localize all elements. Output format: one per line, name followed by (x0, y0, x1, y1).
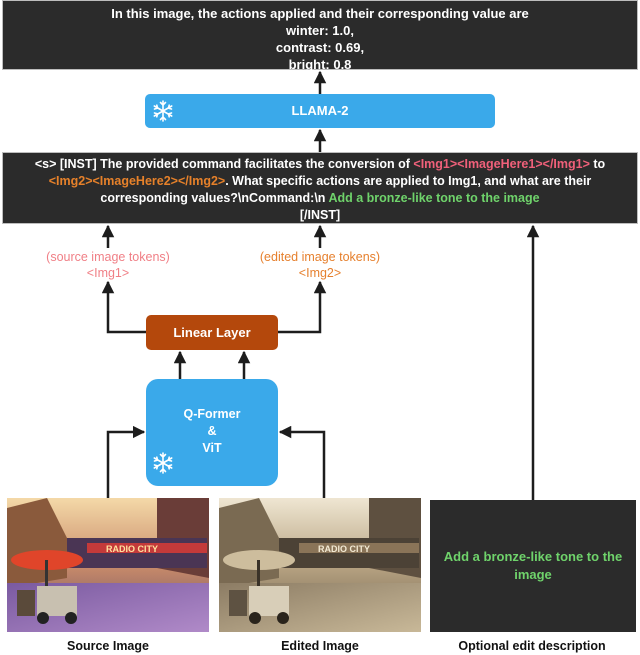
qformer-vit-block: Q-Former & ViT (146, 379, 278, 486)
radio-city-sign: RADIO CITY (106, 544, 158, 554)
source-tokens-label: (source image tokens) <Img1> (20, 249, 196, 281)
output-line-3: contrast: 0.69, (275, 40, 365, 55)
command-text: Add a bronze-like tone to the image (328, 191, 540, 205)
source-image-caption: Source Image (67, 639, 149, 653)
prompt-line-3: corresponding values?\nCommand:\n Add a … (3, 190, 637, 207)
output-text-box: In this image, the actions applied and t… (2, 0, 638, 72)
llama-label: LLAMA-2 (291, 103, 349, 118)
img2-token-text: <Img2><ImageHere2></Img2> (48, 174, 226, 188)
prompt-text-box: <s> [INST] The provided command facilita… (2, 152, 638, 224)
arrow-linear-to-edited-tokens (278, 280, 327, 334)
output-line-1: In this image, the actions applied and t… (111, 6, 529, 21)
qformer-label: Q-Former (183, 407, 241, 421)
prompt-line-1: <s> [INST] The provided command facilita… (3, 156, 637, 173)
linear-layer-block: Linear Layer (146, 315, 278, 350)
source-tokens-text: (source image tokens) (46, 250, 170, 264)
source-photo-illustration: RADIO CITY (7, 498, 209, 632)
vit-label: ViT (202, 441, 222, 455)
edited-tokens-label: (edited image tokens) <Img2> (232, 249, 408, 281)
edit-description-box: Add a bronze-like tone to the image (430, 500, 636, 632)
snowflake-icon (153, 452, 173, 474)
img1-token-text: <Img1><ImageHere1></Img1> (413, 157, 590, 171)
edited-photo-illustration: RADIO CITY (219, 498, 421, 632)
arrow-edited-image-to-qformer (278, 425, 326, 498)
snowflake-icon (153, 100, 173, 122)
output-line-2: winter: 1.0, (286, 23, 354, 38)
prompt-line-4: [/INST] (299, 208, 341, 222)
prompt-text-3: . What specific actions are applied to I… (225, 174, 592, 188)
linear-layer-label: Linear Layer (173, 325, 251, 340)
output-line-4: bright: 0.8 (288, 57, 352, 72)
edited-image: RADIO CITY (219, 498, 421, 632)
edited-image-caption: Edited Image (281, 639, 359, 653)
source-image: RADIO CITY (7, 498, 209, 632)
radio-city-sign: RADIO CITY (318, 544, 370, 554)
prompt-line-2: <Img2><ImageHere2></Img2>. What specific… (3, 173, 637, 190)
prompt-text-4: corresponding values?\nCommand:\n (100, 191, 329, 205)
img1-tag: <Img1> (86, 266, 130, 280)
arrow-source-image-to-qformer (106, 425, 146, 498)
edited-tokens-text: (edited image tokens) (259, 250, 381, 264)
arrow-linear-to-source-tokens (101, 280, 146, 334)
ampersand-label: & (207, 424, 217, 438)
prompt-text-2: to (589, 157, 606, 171)
llama-block: LLAMA-2 (145, 94, 495, 128)
prompt-text-1: <s> [INST] The provided command facilita… (34, 157, 414, 171)
edit-description-text: Add a bronze-like tone to the image (443, 549, 623, 582)
img2-tag: <Img2> (298, 266, 342, 280)
optional-description-caption: Optional edit description (458, 639, 606, 653)
